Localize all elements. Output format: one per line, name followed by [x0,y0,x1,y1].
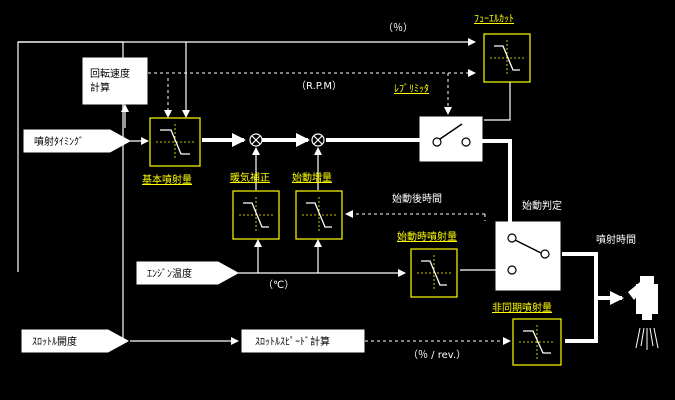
celsius-unit-label: （℃） [263,279,294,291]
base-injection-map [149,117,201,167]
percent-rev-unit-label: （％ / rev.） [408,349,466,361]
starting-injection-map [410,248,458,298]
percent-unit-label: （％） [383,22,413,34]
multiplier-start [311,133,325,147]
svg-text:ｽﾛｯﾄﾙ開度: ｽﾛｯﾄﾙ開度 [32,335,77,348]
warmup-correction-label: 暖気補正 [230,171,270,184]
svg-text:ｴﾝｼﾞﾝ温度: ｴﾝｼﾞﾝ温度 [147,267,192,280]
svg-text:回転速度: 回転速度 [90,67,130,80]
fuel-cut-label: ﾌｭｰｴﾙｶｯﾄ [474,13,514,25]
start-judgement-label: 始動判定 [522,199,562,212]
throttle-opening-input: ｽﾛｯﾄﾙ開度 [21,329,130,353]
starting-injection-label: 始動時噴射量 [397,230,457,243]
throttle-speed-calc-block: ｽﾛｯﾄﾙｽﾋﾟｰﾄﾞ計算 [241,329,365,353]
engine-temp-input: ｴﾝｼﾞﾝ温度 [136,261,240,285]
base-injection-label: 基本噴射量 [142,173,192,186]
rpm-unit-label: （R.P.M） [296,80,342,92]
svg-text:ｽﾛｯﾄﾙｽﾋﾟｰﾄﾞ計算: ｽﾛｯﾄﾙｽﾋﾟｰﾄﾞ計算 [255,335,330,348]
start-post-time-label: 始動後時間 [392,192,442,205]
injection-time-label: 噴射時間 [596,234,636,246]
start-increase-label: 始動増量 [292,171,332,184]
async-injection-label: 非同期噴射量 [492,302,552,314]
injection-timing-input: 噴射ﾀｲﾐﾝｸﾞ [23,129,132,153]
injector-icon [628,276,659,350]
rev-limiter-switch [419,116,483,162]
svg-text:噴射ﾀｲﾐﾝｸﾞ: 噴射ﾀｲﾐﾝｸﾞ [34,136,84,148]
fuel-cut-map [483,33,531,83]
start-increase-map [295,190,343,240]
warmup-correction-map [232,190,280,240]
async-injection-map [512,318,562,366]
start-judgement-switch [495,221,561,291]
svg-text:計算: 計算 [90,81,110,94]
multiplier-warmup [249,133,263,147]
rpm-calc-block: 回転速度 計算 [82,57,148,105]
rev-limiter-label: ﾚﾌﾞﾘﾐｯﾀ [394,83,429,95]
